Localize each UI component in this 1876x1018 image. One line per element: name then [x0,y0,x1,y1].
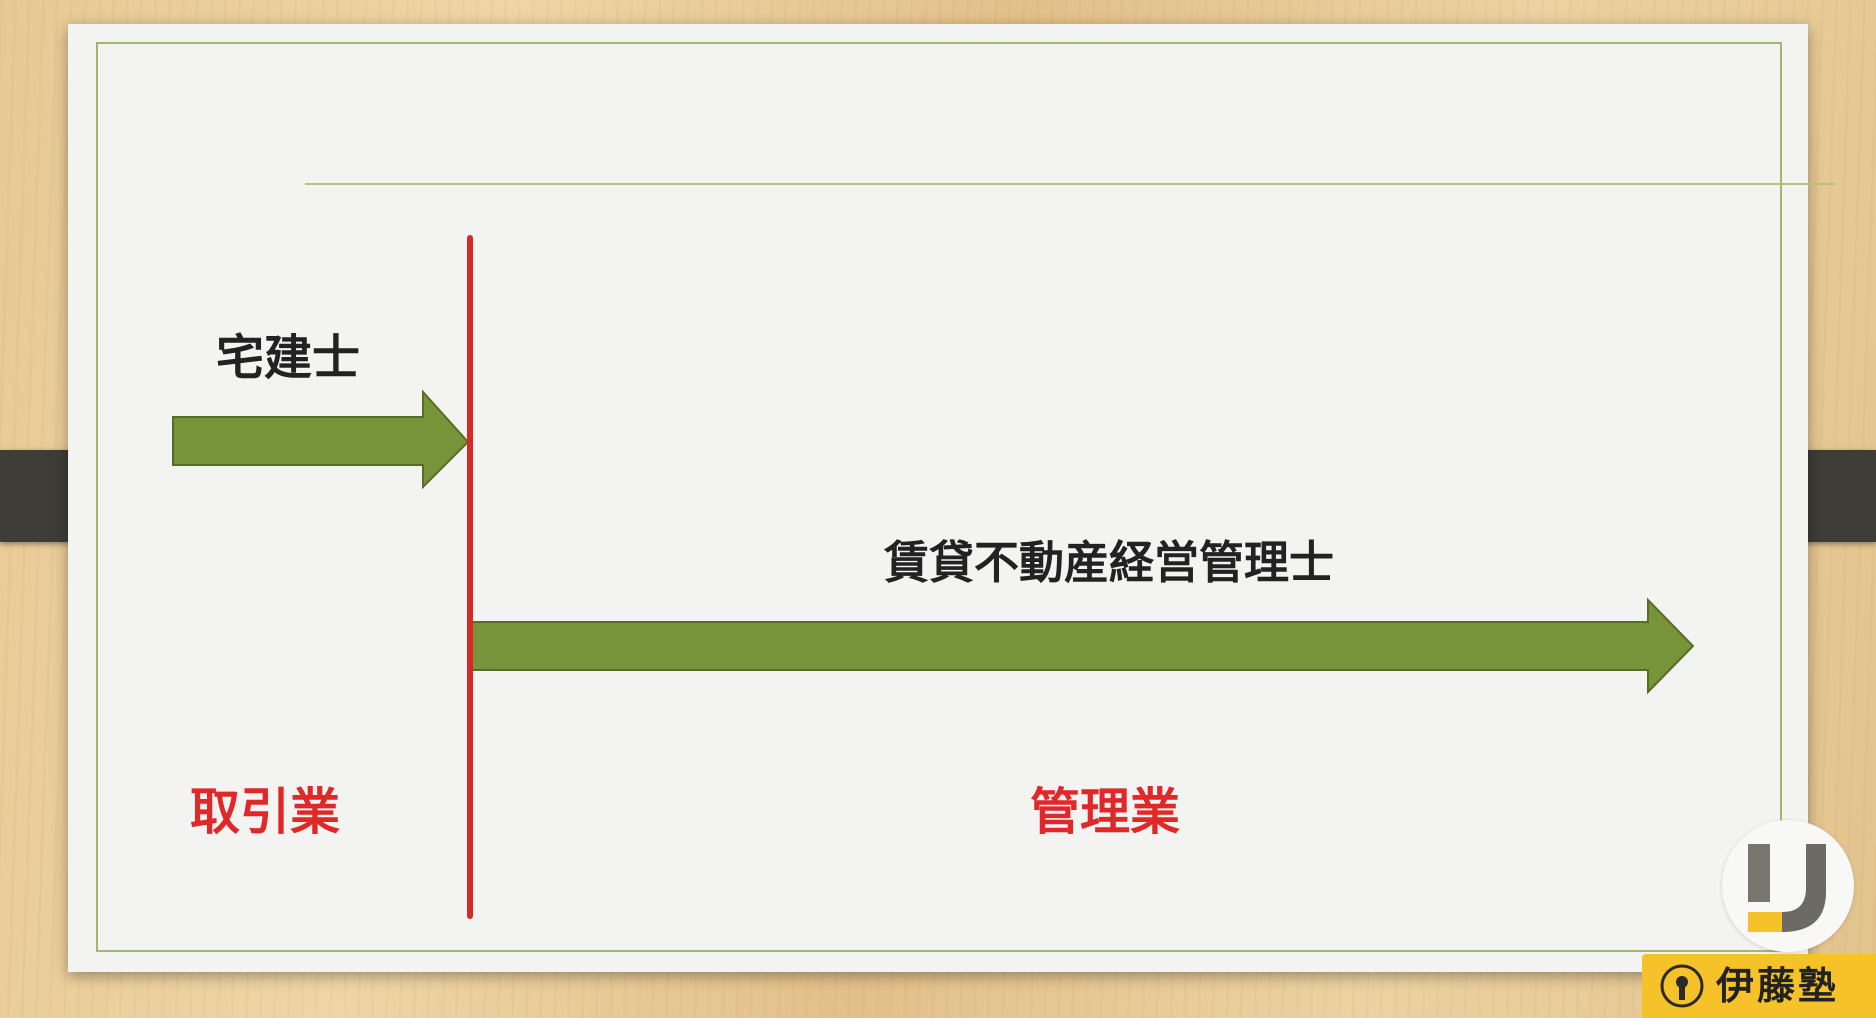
slide-card [68,24,1808,972]
header-rule [305,183,1835,185]
brand-name: 伊藤塾 [1716,964,1840,1008]
brand-logo-mark [1722,820,1854,952]
slide-frame [96,42,1782,952]
chintai-arrow [471,597,1695,695]
takken-arrow [172,389,470,490]
kanri-label: 管理業 [1030,783,1180,841]
chintai-label: 賃貸不動産経営管理士 [884,536,1335,589]
takken-label: 宅建士 [216,330,361,386]
brand-plate: 伊藤塾 [1642,954,1876,1018]
key-icon [1660,964,1704,1008]
torihiki-label: 取引業 [190,783,340,841]
brand-logo-icon [1748,844,1826,932]
